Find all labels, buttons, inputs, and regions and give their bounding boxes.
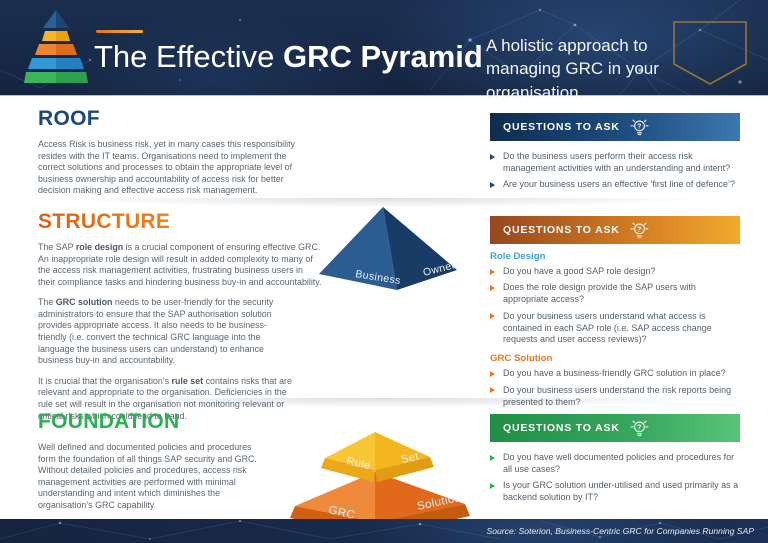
question-item: Do your business users understand what a… [490,311,740,347]
question-text: Do your business users understand the ri… [503,384,732,407]
paragraph-text: The SAP [38,242,76,252]
lightbulb-icon: ? [630,420,649,436]
structure-paragraph-rule-set: It is crucial that the organisation’s ru… [38,376,294,422]
accent-line-decoration [96,30,143,33]
roof-questions-banner: QUESTIONS TO ASK ? [490,113,740,141]
paragraph-text: needs to be user-friendly for the securi… [38,297,274,366]
svg-text:?: ? [637,424,642,431]
question-item: Do you have a business-friendly GRC solu… [490,368,740,380]
bullet-arrow-icon [490,284,495,291]
paragraph-bold-text: GRC solution [55,297,113,308]
bullet-arrow-icon [490,370,495,377]
source-attribution: Source: Soterion, Business-Centric GRC f… [486,526,754,536]
foundation-heading: FOUNDATION [38,410,180,433]
foundation-questions-banner: QUESTIONS TO ASK ? [490,414,740,442]
paragraph-text: contains risks that are relevant and app… [38,375,292,421]
question-text: Are your business users an effective ‘fi… [503,179,735,190]
grc-pyramid-logo [24,10,88,83]
svg-text:?: ? [637,226,642,233]
structure-questions-panel: QUESTIONS TO ASK ? Role Design Do you ha… [490,216,740,447]
question-item: Do you have well documented policies and… [490,452,740,476]
foundation-questions-list: Do you have well documented policies and… [490,452,740,504]
lightbulb-icon: ? [630,119,649,135]
header-banner: The Effective GRC Pyramid A holistic app… [0,0,768,102]
bullet-arrow-icon [490,181,495,188]
paragraph-bold-text: rule set [171,375,204,386]
paragraph-bold-text: role design [75,242,124,252]
page-title: The Effective GRC Pyramid [94,41,483,72]
question-text: Do you have well documented policies and… [503,452,735,474]
question-text: Do the business users perform their acce… [503,151,731,173]
shield-outline-icon [673,21,747,85]
foundation-questions-title: QUESTIONS TO ASK [503,422,620,434]
question-text: Do you have a business-friendly GRC solu… [503,368,726,379]
page-title-light: The Effective [94,39,283,74]
section-structure: STRUCTURE The SAP role design is a cruci… [0,198,768,543]
page-title-bold: GRC Pyramid [282,39,483,74]
foundation-questions-panel: QUESTIONS TO ASK ? Do you have well docu… [490,414,740,509]
structure-questions-banner: QUESTIONS TO ASK ? [490,216,740,244]
paragraph-text: It is crucial that the organisation’s [38,375,172,386]
bullet-arrow-icon [490,387,495,394]
roof-body-text: Access Risk is business risk, yet in man… [38,139,295,196]
footer-bar: Source: Soterion, Business-Centric GRC f… [0,519,768,543]
roof-questions-panel: QUESTIONS TO ASK ? Do the business users… [490,113,740,196]
structure-heading: STRUCTURE [38,210,338,234]
question-item: Do you have a good SAP role design? [490,266,740,278]
question-item: Is your GRC solution under-utilised and … [490,480,740,504]
group-label-grc-solution: GRC Solution [490,353,553,365]
structure-paragraph-role-design: The SAP role design is a crucial compone… [38,242,322,288]
role-design-questions-list: Do you have a good SAP role design? Does… [490,266,740,346]
bullet-arrow-icon [490,268,495,275]
section-foundation: FOUNDATION Well defined and documented p… [0,398,768,519]
bullet-arrow-icon [490,153,495,160]
group-label-role-design: Role Design [490,251,546,262]
roof-questions-list: Do the business users perform their acce… [490,151,740,191]
bullet-arrow-icon [490,313,495,320]
structure-paragraph-grc-solution: The GRC solution needs to be user-friend… [38,297,276,366]
svg-text:?: ? [637,123,642,130]
question-item: Do the business users perform their acce… [490,151,740,175]
paragraph-text: is a crucial component of ensuring effec… [38,242,322,287]
roof-questions-title: QUESTIONS TO ASK [503,121,620,133]
lightbulb-icon: ? [630,222,649,238]
paragraph-text: The [38,297,56,308]
question-item: Do your business users understand the ri… [490,385,740,409]
grc-solution-questions-list: Do you have a business-friendly GRC solu… [490,368,740,408]
structure-questions-title: QUESTIONS TO ASK [503,224,620,236]
question-text: Do your business users understand what a… [503,310,712,345]
foundation-body-text: Well defined and documented policies and… [38,442,257,510]
header-tagline: A holistic approach to managing GRC in y… [486,36,659,102]
bullet-arrow-icon [490,454,495,461]
question-text: Do you have a good SAP role design? [503,266,656,276]
bullet-arrow-icon [490,482,495,489]
section-roof: ROOF Access Risk is business risk, yet i… [0,95,768,290]
question-item: Are your business users an effective ‘fi… [490,179,740,191]
question-item: Does the role design provide the SAP use… [490,282,740,306]
question-text: Does the role design provide the SAP use… [503,282,696,305]
question-text: Is your GRC solution under-utilised and … [503,480,739,503]
roof-heading: ROOF [38,107,100,130]
